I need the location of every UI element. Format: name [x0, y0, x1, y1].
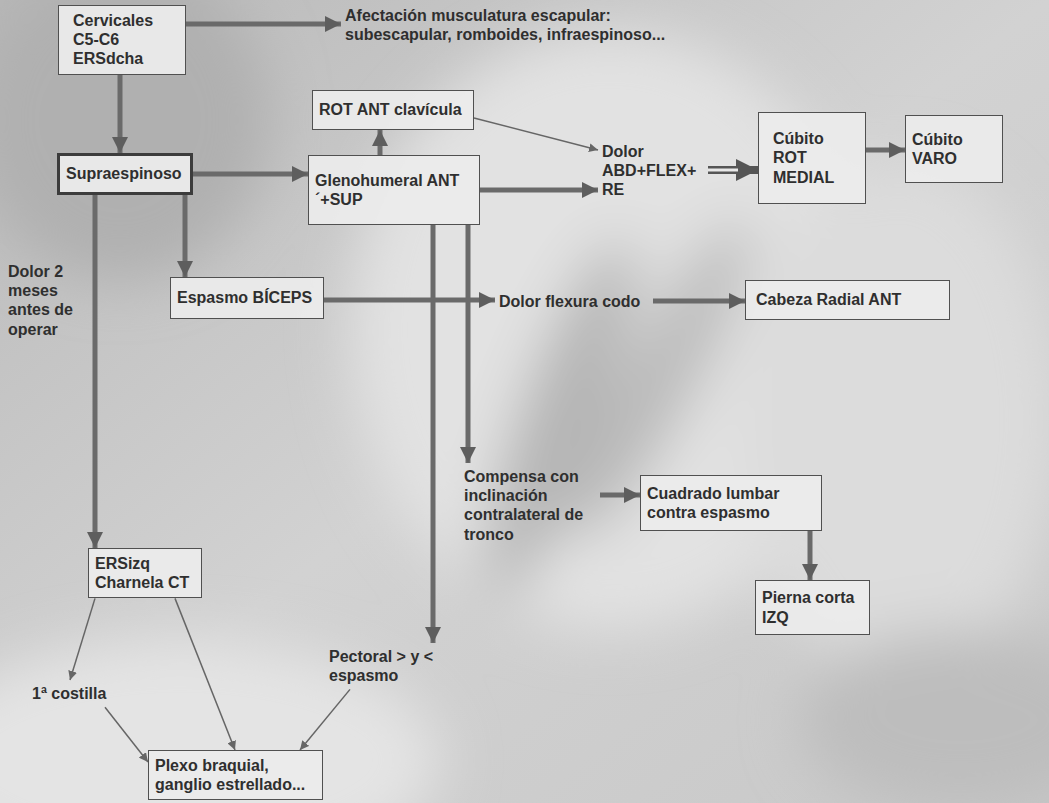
process-box: Cúbito VARO — [905, 115, 1003, 183]
process-box: Cuadrado lumbar contra espasmo — [640, 475, 822, 531]
edge-label-box: Dolor 2 meses antes de operar — [8, 262, 84, 339]
connector-line — [808, 531, 813, 580]
node-text: Pierna corta IZQ — [762, 588, 863, 626]
node-text: Cúbito VARO — [912, 130, 996, 168]
connector-arrow — [380, 130, 381, 155]
text-node: Afectación musculatura escapular: subesc… — [341, 2, 693, 48]
node-text: Dolor flexura codo — [499, 292, 649, 311]
connector-arrow — [186, 24, 341, 25]
process-box: Plexo braquial, ganglio estrellado... — [148, 750, 323, 800]
process-box: Pierna corta IZQ — [755, 580, 870, 635]
process-box: ROT ANT clavícula — [312, 90, 474, 130]
node-text: ROT ANT clavícula — [319, 100, 467, 119]
node-text: Pectoral > y < espasmo — [329, 647, 461, 685]
text-node: Dolor flexura codo — [495, 288, 653, 315]
connector-arrow — [474, 118, 598, 150]
connector-line — [183, 195, 188, 277]
connector-line — [708, 166, 758, 174]
connector-arrow — [120, 75, 121, 153]
connector-line — [105, 707, 148, 762]
text-node: Pectoral > y < espasmo — [325, 643, 465, 689]
text-node: Compensa con inclinación contralateral d… — [460, 463, 600, 548]
connector-line — [653, 299, 745, 304]
node-text: Cuadrado lumbar contra espasmo — [647, 484, 815, 522]
connector-arrow — [433, 225, 434, 643]
connector-line — [300, 689, 350, 750]
node-text: Plexo braquial, ganglio estrellado... — [155, 756, 316, 794]
neck-light — [740, 160, 1049, 680]
connector-arrow — [653, 301, 745, 302]
connector-line — [474, 118, 598, 150]
process-box: Cervicales C5-C6 ERSdcha — [58, 5, 186, 75]
connector-line — [93, 195, 98, 548]
connector-arrow — [810, 531, 811, 580]
connector-arrow — [708, 170, 758, 171]
connector-line — [480, 188, 598, 193]
connector-line — [193, 172, 308, 177]
node-text: Glenohumeral ANT´+SUP — [315, 171, 473, 209]
connector-line — [175, 598, 235, 750]
node-text: Espasmo BÍCEPS — [177, 288, 317, 307]
process-box: Espasmo BÍCEPS — [170, 277, 324, 319]
hair-dark — [0, 0, 270, 280]
connector-arrow — [480, 190, 598, 191]
process-box: ERSizq Charnela CT — [88, 548, 202, 598]
connector-line — [600, 493, 640, 498]
connector-line — [431, 225, 436, 643]
connector-line — [118, 75, 123, 153]
node-text: Cervicales C5-C6 ERSdcha — [73, 11, 171, 69]
connector-arrow — [185, 195, 186, 277]
process-box: Cúbito ROT MEDIAL — [758, 112, 866, 204]
node-text: 1ª costilla — [32, 684, 124, 703]
text-node: Dolor ABD+FLEX+ RE — [598, 138, 708, 204]
connector-arrow — [300, 689, 350, 750]
node-text: Compensa con inclinación contralateral d… — [464, 467, 596, 544]
node-text: Supraespinoso — [66, 164, 184, 183]
connector-line — [866, 148, 905, 153]
node-text: Afectación musculatura escapular: subesc… — [345, 6, 689, 44]
connector-arrow — [866, 150, 905, 151]
node-text: Dolor ABD+FLEX+ RE — [602, 142, 704, 200]
connector-arrow — [175, 598, 235, 750]
connector-arrow — [105, 707, 148, 762]
connector-inner-line — [708, 169, 738, 172]
connector-line — [378, 130, 383, 155]
process-box: Cabeza Radial ANT — [745, 280, 950, 320]
connector-line — [70, 598, 95, 680]
connector-arrow — [600, 495, 640, 496]
connector-arrow — [70, 598, 95, 680]
node-text: Cúbito ROT MEDIAL — [773, 129, 851, 187]
connector-arrow — [468, 225, 469, 463]
connector-arrow — [95, 195, 96, 548]
node-text: ERSizq Charnela CT — [95, 554, 195, 592]
connector-arrow — [193, 174, 308, 175]
process-box: Supraespinoso — [57, 153, 193, 195]
connector-line — [186, 22, 341, 27]
text-node: 1ª costilla — [28, 680, 128, 707]
edge-label: Dolor 2 meses antes de operar — [8, 262, 84, 339]
connector-line — [466, 225, 471, 463]
corner-shade — [800, 630, 1049, 803]
node-text: Cabeza Radial ANT — [756, 290, 939, 309]
process-box: Glenohumeral ANT´+SUP — [308, 155, 480, 225]
